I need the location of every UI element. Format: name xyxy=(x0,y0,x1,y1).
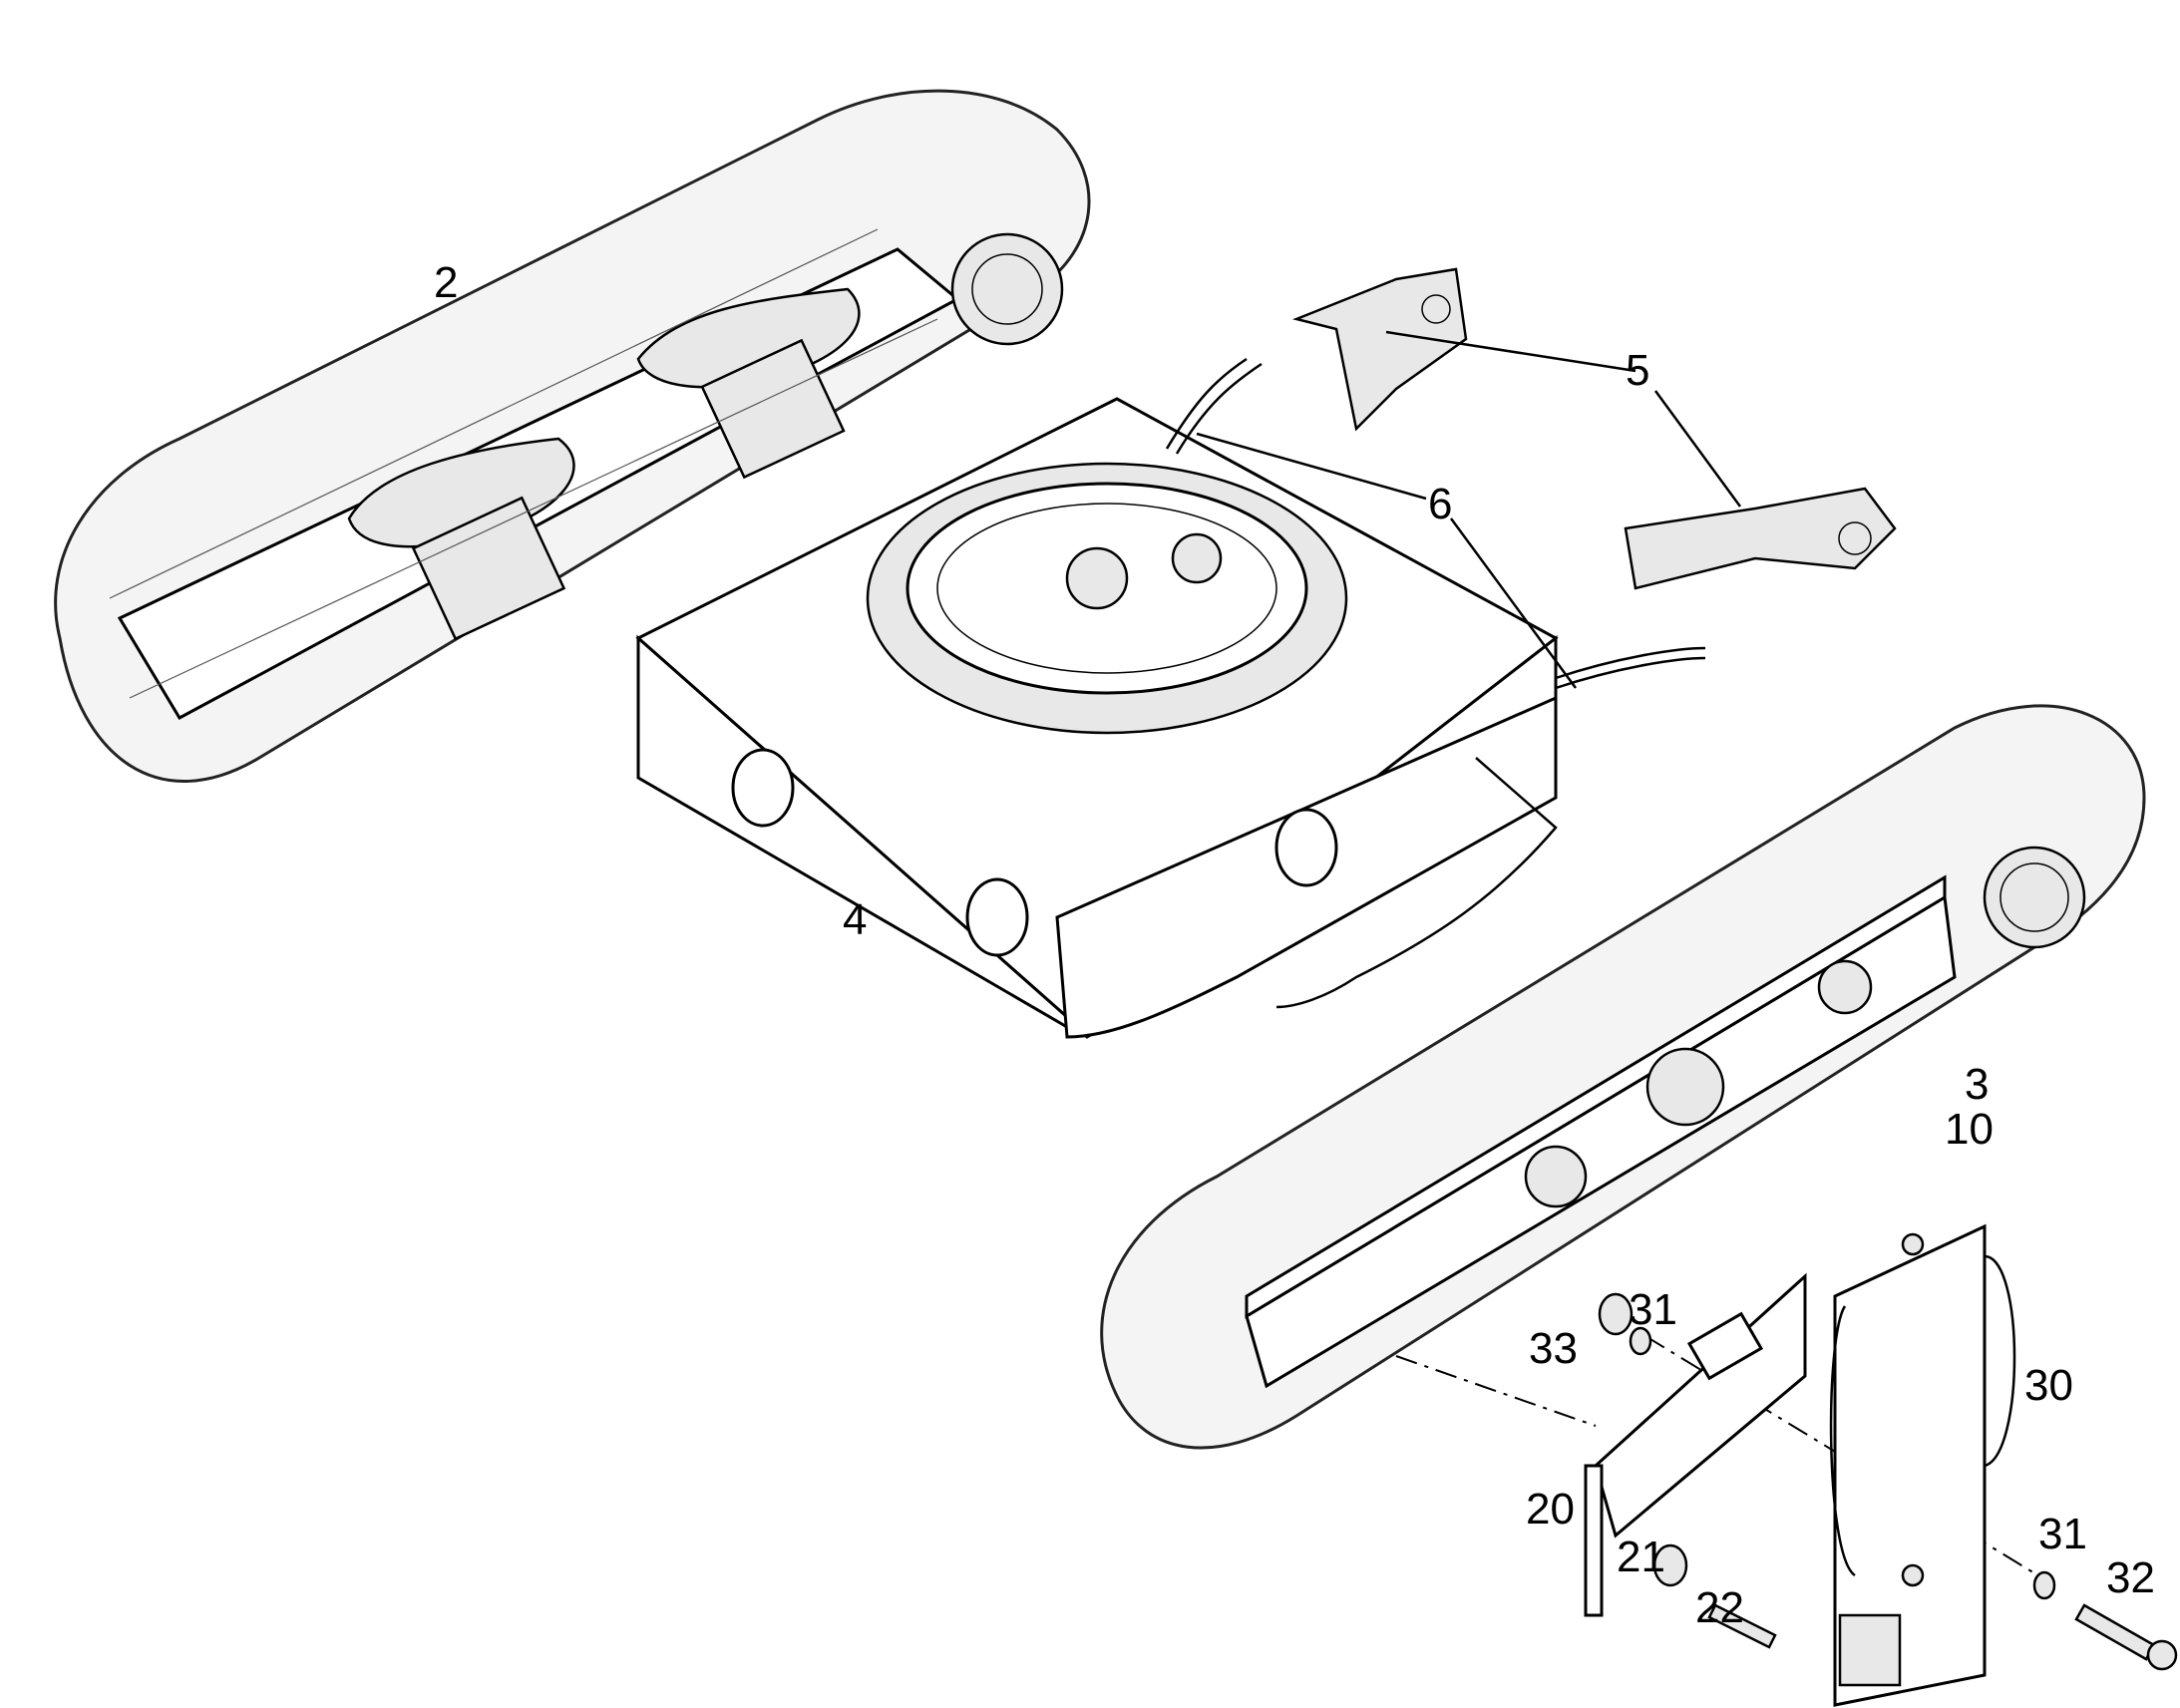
leader-lines xyxy=(1196,330,1742,689)
left-crawler-track xyxy=(54,89,1091,784)
callout-31-lower: 31 xyxy=(2038,1510,2087,1558)
callout-10: 10 xyxy=(1945,1105,1994,1154)
step-assembly xyxy=(1395,1223,2178,1707)
callout-labels: 2 3 10 4 5 6 33 31 30 20 21 22 31 32 xyxy=(434,258,2155,1632)
callout-21: 21 xyxy=(1617,1533,1665,1581)
right-crawler-track xyxy=(1100,704,2146,1450)
callout-32: 32 xyxy=(2106,1553,2155,1602)
callout-31-upper: 31 xyxy=(1629,1285,1677,1334)
callout-2: 2 xyxy=(434,258,458,307)
hydraulic-hoses xyxy=(1165,357,1706,1009)
callout-5: 5 xyxy=(1626,346,1649,395)
callout-33: 33 xyxy=(1529,1324,1578,1373)
callout-4: 4 xyxy=(843,895,867,944)
mounting-brackets xyxy=(1291,267,1897,590)
center-frame xyxy=(635,397,1559,1039)
callout-30: 30 xyxy=(2024,1361,2073,1410)
callout-3: 3 xyxy=(1965,1060,1989,1109)
callout-20: 20 xyxy=(1526,1485,1575,1534)
callout-6: 6 xyxy=(1428,480,1452,528)
callout-22: 22 xyxy=(1695,1583,1744,1632)
